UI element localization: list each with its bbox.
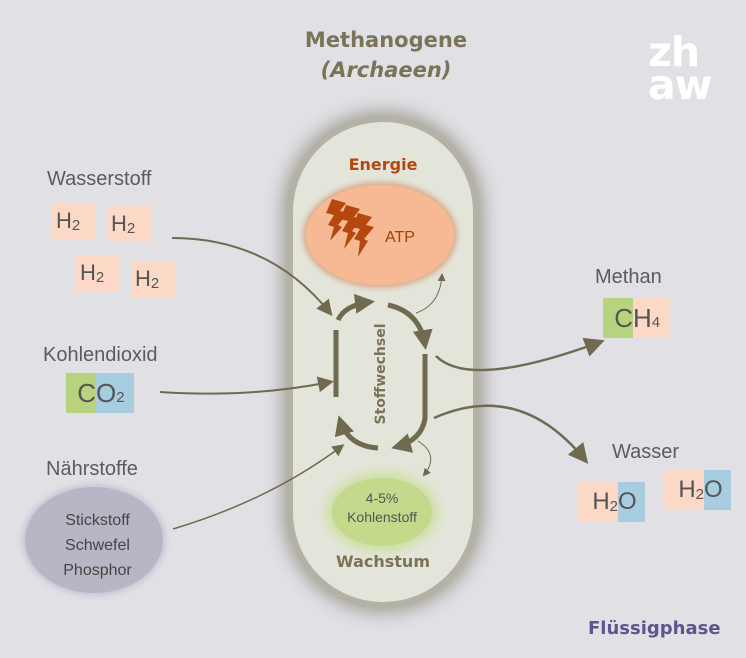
logo-line-2: aw	[648, 61, 713, 109]
lightning-icon	[326, 199, 374, 257]
subscript: 2	[116, 388, 125, 406]
methane-arrow	[435, 337, 605, 372]
zhaw-logo: zh aw	[648, 28, 713, 109]
element-h: H	[80, 260, 96, 285]
atp-label: ATP	[385, 229, 415, 246]
water-arrow	[433, 404, 589, 464]
co2-label: Kohlendioxid	[43, 344, 158, 366]
energy-label: Energie	[348, 155, 418, 174]
subscript: 2	[95, 268, 105, 286]
methane-label: Methan	[595, 266, 662, 288]
hydrogen-arrow	[171, 237, 333, 317]
cycle-arrow-top-right	[387, 302, 433, 350]
element-h: H	[111, 211, 127, 236]
carbon-text: Kohlenstoff	[347, 509, 417, 525]
metabolism-label: Stoffwechsel	[373, 323, 389, 425]
carbon-percent: 4-5%	[365, 490, 399, 506]
element-h: H	[678, 476, 696, 503]
subscript: 4	[651, 313, 661, 331]
element-o: O	[618, 482, 645, 522]
subscript: 2	[71, 216, 81, 234]
cycle-arrow-top-left	[335, 293, 375, 322]
nutrients-ellipse	[25, 487, 163, 593]
carbon-label: 4-5% Kohlenstoff	[332, 489, 432, 527]
element-h: H	[592, 488, 610, 515]
carbon-ellipse	[332, 478, 432, 546]
carbon-arrow	[417, 440, 432, 477]
cycle-arrow-right	[391, 354, 428, 453]
element-h: H	[56, 208, 72, 233]
element-h: H	[135, 266, 151, 291]
atp-ellipse	[306, 185, 454, 285]
diagram-title: Methanogene	[304, 28, 468, 52]
co2-arrow	[159, 376, 334, 395]
phase-label: Flüssigphase	[588, 618, 721, 639]
subscript: 2	[695, 485, 704, 503]
element-c: C	[66, 373, 96, 413]
diagram-subtitle: (Archaeen)	[320, 58, 452, 82]
subscript: 2	[126, 219, 136, 237]
nutrient-nitrogen: Stickstoff	[65, 512, 130, 529]
subscript: 2	[609, 497, 618, 515]
element-c: C	[603, 298, 633, 338]
nutrients-arrow	[172, 444, 345, 530]
nutrients-list: Stickstoff Schwefel Phosphor	[25, 508, 170, 583]
cycle-arrow-bottom-left	[334, 415, 379, 451]
element-o: O	[704, 470, 731, 510]
growth-label: Wachstum	[336, 552, 430, 571]
nutrients-label: Nährstoffe	[46, 458, 138, 480]
nutrient-phosphorus: Phosphor	[63, 562, 132, 579]
subscript: 2	[150, 274, 160, 292]
nutrient-sulfur: Schwefel	[65, 537, 130, 554]
atp-arrow	[415, 273, 446, 314]
logo-line-1: zh	[648, 28, 700, 76]
element-o: O	[96, 377, 117, 408]
element-h: H	[633, 302, 652, 333]
hydrogen-label: Wasserstoff	[47, 168, 152, 190]
water-label: Wasser	[612, 441, 680, 463]
